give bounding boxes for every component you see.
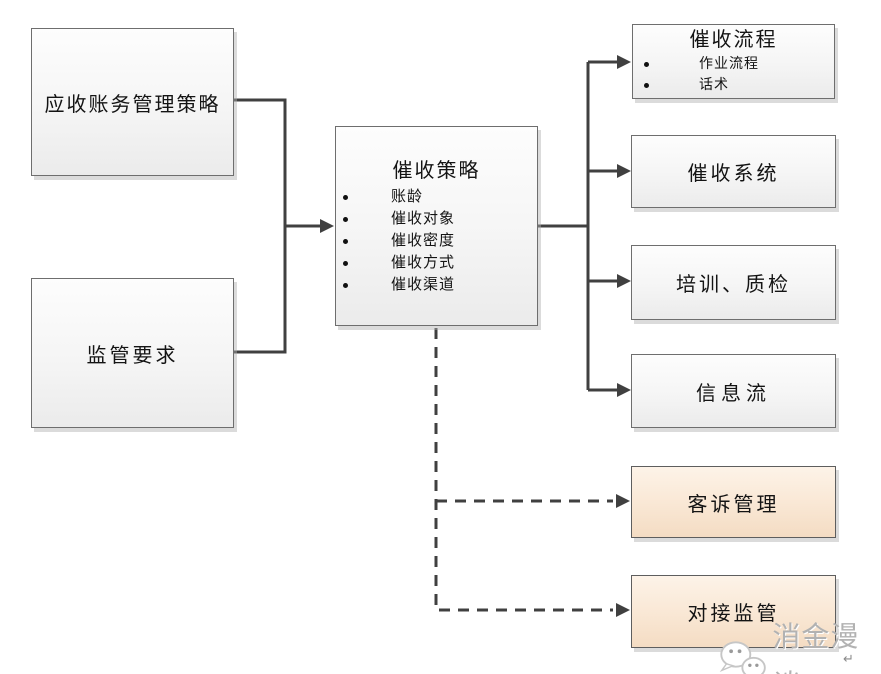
connector-right-fanout	[538, 60, 617, 392]
process-bullet-list: 作业流程 话术	[633, 54, 834, 96]
node-label: 客诉管理	[687, 493, 780, 516]
node-regulatory-requirements: 监管要求	[31, 278, 234, 428]
node-complaint-management: 客诉管理	[631, 466, 836, 538]
watermark-text: 消金漫谈	[772, 622, 860, 674]
node-collection-strategy: 催收策略 账龄 催收对象 催收密度 催收方式 催收渠道	[335, 126, 538, 326]
arrowheads-dashed	[616, 494, 630, 617]
list-item: 催收渠道	[336, 274, 537, 296]
node-label: 信息流	[696, 382, 771, 405]
watermark: 消金漫谈	[718, 614, 881, 674]
node-label: 对接监管	[687, 603, 780, 625]
node-label: 应收账务管理策略	[44, 93, 221, 116]
node-collection-system: 催收系统	[631, 135, 836, 208]
node-title: 催收策略	[392, 160, 481, 182]
node-collection-process: 催收流程 作业流程 话术	[632, 24, 835, 99]
arrowheads-right-fanout	[617, 55, 631, 397]
connector-left-merge	[234, 98, 320, 354]
node-training-qa: 培训、质检	[631, 245, 836, 320]
return-mark-icon: ↵	[843, 652, 854, 667]
list-item: 催收方式	[336, 252, 537, 274]
strategy-bullet-list: 账龄 催收对象 催收密度 催收方式 催收渠道	[336, 186, 537, 296]
list-item: 催收对象	[336, 208, 537, 230]
node-label: 催收系统	[687, 163, 780, 185]
node-title: 催收流程	[689, 29, 778, 51]
list-item: 话术	[633, 75, 834, 96]
connector-dashed	[434, 328, 613, 612]
list-item: 催收密度	[336, 230, 537, 252]
node-label: 培训、质检	[676, 274, 791, 296]
list-item: 账龄	[336, 186, 537, 208]
chat-bubbles-icon	[719, 641, 766, 674]
node-regulator-liaison: 对接监管	[631, 575, 836, 648]
node-information-flow: 信息流	[631, 354, 836, 428]
node-label: 监管要求	[86, 344, 179, 367]
node-receivables-policy: 应收账务管理策略	[31, 28, 234, 176]
arrowhead-into-strategy	[320, 219, 334, 233]
list-item: 作业流程	[633, 54, 834, 75]
